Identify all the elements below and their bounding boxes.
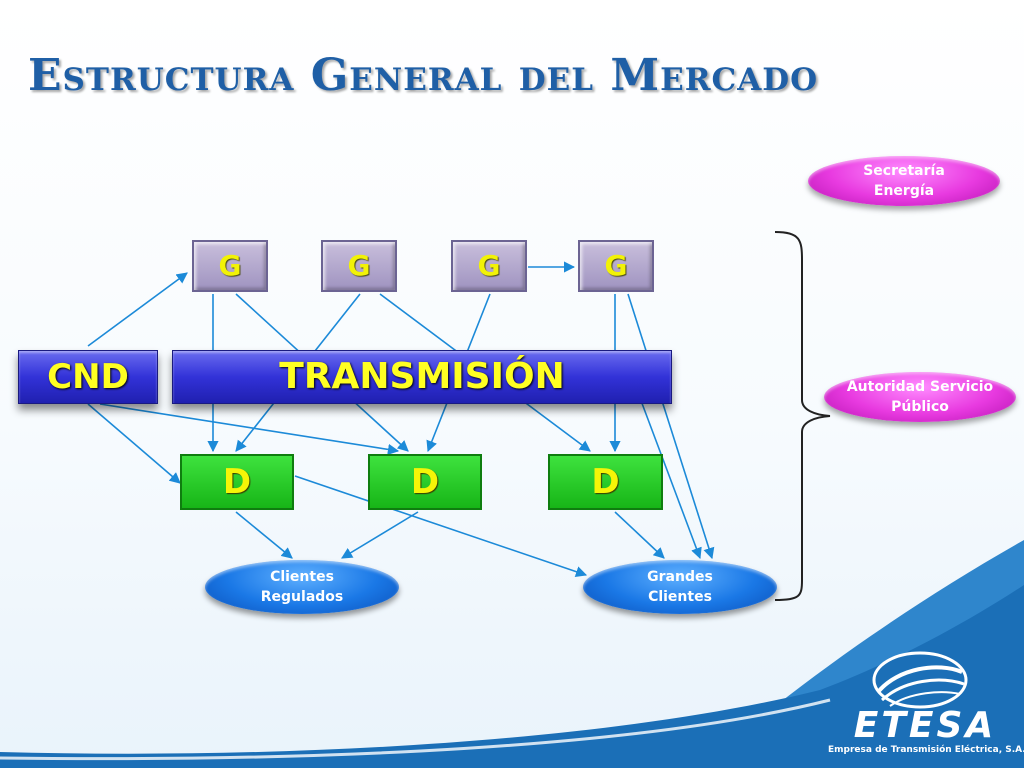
generator-box-1: G [192, 240, 268, 292]
large-clients-line-2: Clientes [648, 589, 712, 605]
autoridad-line-2: Público [891, 399, 949, 415]
generator-box-2: G [321, 240, 397, 292]
authority-bracket [774, 231, 831, 601]
distributor-box-2: D [368, 454, 482, 510]
large-clients-line-1: Grandes [647, 569, 713, 585]
transmission-bar: TRANSMISIÓN [172, 350, 672, 404]
arrow-g4-to-grandes [627, 293, 715, 560]
large-clients-node: Grandes Clientes [583, 560, 777, 614]
arrow-d1-to-grandes [294, 475, 588, 578]
etesa-logo-word: ETESA [853, 705, 997, 746]
distributor-box-3: D [548, 454, 663, 510]
arrow-d1-to-regulados [235, 511, 293, 559]
generator-box-4: G [578, 240, 654, 292]
arrow-d3-to-grandes [614, 511, 665, 559]
distributor-box-1: D [180, 454, 294, 510]
secretaria-line-1: Secretaría [863, 163, 945, 179]
arrow-cnd-to-g1 [87, 272, 188, 347]
etesa-globe-icon [872, 651, 968, 709]
regulated-clients-line-1: Clientes [270, 569, 334, 585]
secretaria-energia-node: Secretaría Energía [808, 156, 1000, 206]
generator-box-3: G [451, 240, 527, 292]
arrow-d2-to-regulados [341, 511, 419, 559]
arrow-cnd-to-d1 [87, 403, 181, 484]
arrow-cnd-to-d2 [99, 403, 400, 455]
regulated-clients-line-2: Regulados [260, 589, 344, 605]
etesa-logo-tagline: Empresa de Transmisión Eléctrica, S.A. [828, 745, 1024, 755]
secretaria-line-2: Energía [873, 183, 935, 199]
cnd-box: CND [18, 350, 158, 404]
regulated-clients-node: Clientes Regulados [205, 560, 399, 614]
slide-title: Estructura General del Mercado [28, 50, 819, 101]
arrow-transmision-to-grandes [639, 397, 702, 560]
autoridad-line-1: Autoridad Servicio [846, 379, 994, 395]
autoridad-servicio-publico-node: Autoridad Servicio Público [824, 372, 1016, 422]
